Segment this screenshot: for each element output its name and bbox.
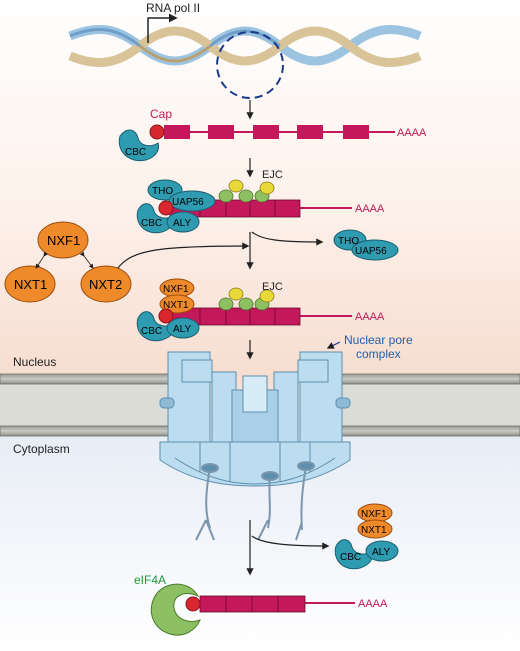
- ejc-complex-2: [218, 287, 275, 311]
- tho-label-1: THO: [152, 186, 173, 197]
- nxf1-nxt2-arrow: [79, 251, 94, 269]
- poly-a-label-4: AAAA: [358, 598, 388, 610]
- nxt1-label-released: NXT1: [361, 525, 387, 536]
- aly-label-2: ALY: [173, 324, 191, 335]
- nxf1-protein: [37, 221, 89, 259]
- ejc-complex-1: [218, 179, 275, 203]
- cbc-label-released: CBC: [340, 552, 361, 563]
- nxt1-label-bound: NXT1: [163, 300, 189, 311]
- cbc-label-1: CBC: [125, 147, 146, 158]
- poly-a-label-1: AAAA: [397, 127, 427, 139]
- tho-label-2: THO: [338, 236, 359, 247]
- nxf1-label-free: NXF1: [47, 233, 80, 248]
- npc-label-line2: complex: [356, 347, 401, 361]
- nuclear-pore-complex: [159, 351, 351, 487]
- cytoplasm-label: Cytoplasm: [13, 442, 70, 456]
- uap56-label-2: UAP56: [355, 246, 387, 257]
- cap-icon-4: [185, 596, 201, 612]
- poly-a-label-2: AAAA: [355, 203, 385, 215]
- nucleus-label: Nucleus: [13, 355, 56, 369]
- released-export-factors: [334, 503, 399, 570]
- dna-double-helix: [68, 24, 422, 68]
- nxt1-label-free: NXT1: [14, 277, 47, 292]
- aly-label-1: ALY: [173, 218, 191, 229]
- release-arrow-tho-uap56: [251, 231, 324, 246]
- ejc-label-2: EJC: [262, 281, 283, 293]
- cap-label: Cap: [150, 107, 172, 121]
- nxt2-recruit-arrow: [117, 242, 250, 269]
- nxt2-protein: [80, 265, 132, 303]
- released-tho-uap56: [333, 229, 399, 261]
- npc-pointer-arrow: [326, 341, 341, 349]
- release-arrow-export-factors: [251, 535, 330, 550]
- nxt1-protein: [4, 265, 56, 303]
- eif4a-protein: [150, 583, 201, 636]
- mrna-row-3: [169, 307, 352, 326]
- export-complex-loaded: [136, 278, 200, 342]
- cbc-label-3: CBC: [141, 326, 162, 337]
- rna-pol-ii-label: RNA pol II: [146, 1, 200, 15]
- rna-pol-ii-arrow: [147, 13, 178, 43]
- cap-icon-1: [149, 124, 165, 140]
- uap56-label-1: UAP56: [172, 197, 204, 208]
- cbc-label-2: CBC: [141, 218, 162, 229]
- nxf1-label-bound: NXF1: [163, 284, 189, 295]
- nxf1-label-released: NXF1: [361, 509, 387, 520]
- export-complex-nuclear: [136, 179, 216, 234]
- poly-a-label-3: AAAA: [355, 311, 385, 323]
- npc-label-line1: Nuclear pore: [344, 333, 413, 347]
- aly-label-released: ALY: [372, 547, 390, 558]
- ejc-label-1: EJC: [262, 169, 283, 181]
- nxt2-label-free: NXT2: [89, 277, 122, 292]
- mrna-row-1: [160, 125, 395, 139]
- transcription-site-circle: [216, 31, 284, 99]
- cytoplasmic-filaments: [195, 461, 315, 541]
- cbc-protein-1: [118, 129, 159, 162]
- nxf1-nxt1-arrow: [35, 251, 49, 269]
- mrna-row-4: [199, 595, 355, 613]
- eif4a-label: eIF4A: [134, 573, 166, 587]
